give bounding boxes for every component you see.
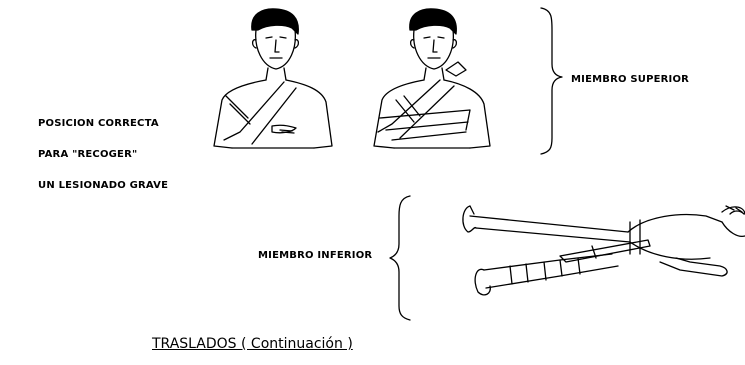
upper-limb-label: MIEMBRO SUPERIOR <box>571 74 690 85</box>
caption-line-1: POSICION CORRECTA <box>38 118 159 129</box>
footer-title: TRASLADOS ( Continuación ) <box>152 336 353 352</box>
person-arm-sling-icon <box>213 8 333 149</box>
lying-person-leg-splint-icon <box>462 205 745 296</box>
person-triangular-bandage-icon <box>373 8 491 149</box>
caption-line-2: PARA "RECOGER" <box>38 149 138 160</box>
lower-limb-label: MIEMBRO INFERIOR <box>258 250 373 261</box>
lower-brace <box>389 195 411 321</box>
caption-line-3: UN LESIONADO GRAVE <box>38 180 169 191</box>
upper-brace <box>540 7 563 155</box>
